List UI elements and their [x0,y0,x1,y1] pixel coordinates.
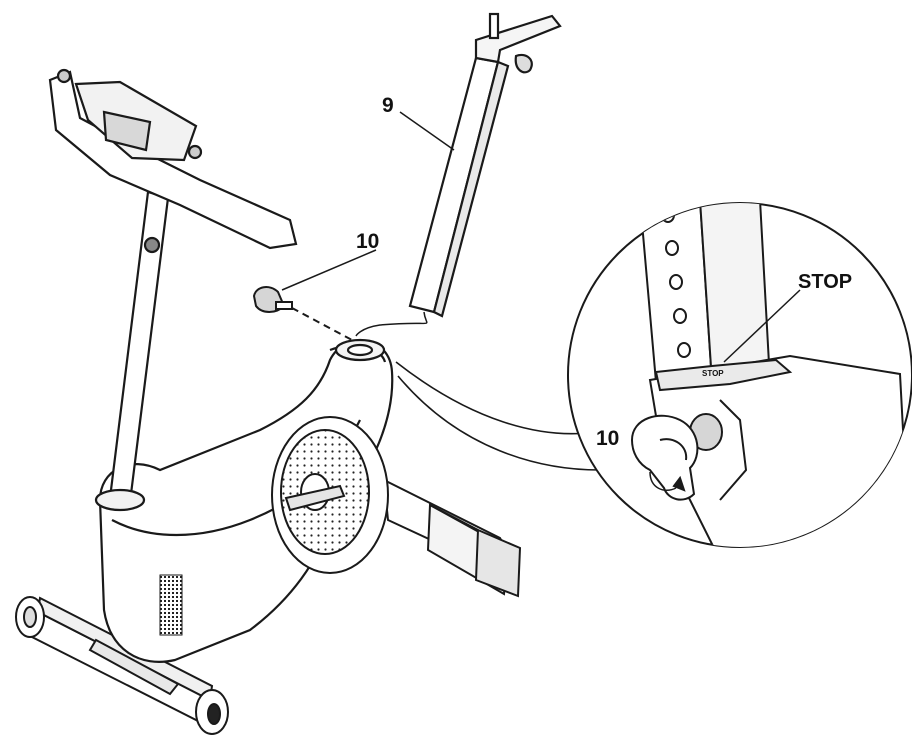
stop-callout-label: STOP [798,271,853,293]
handlebar-post [94,190,170,512]
stop-marking: STOP [702,369,724,378]
part-label-9: 9 [382,94,394,117]
rear-stabilizer [382,478,522,598]
seat-post [355,12,562,337]
handlebar-console [48,68,298,250]
detail-inset-content [630,203,912,547]
leader-line-9 [399,111,455,151]
inset-connector-top [395,361,597,435]
install-path-line [291,307,353,341]
part-label-10-inset: 10 [596,427,620,450]
inset-connector-bottom [397,375,601,471]
flywheel-cover [271,416,389,574]
adjustment-knob [252,286,293,313]
leader-line-stop [723,289,801,363]
leader-line-10 [281,249,377,291]
part-label-10: 10 [356,230,380,253]
